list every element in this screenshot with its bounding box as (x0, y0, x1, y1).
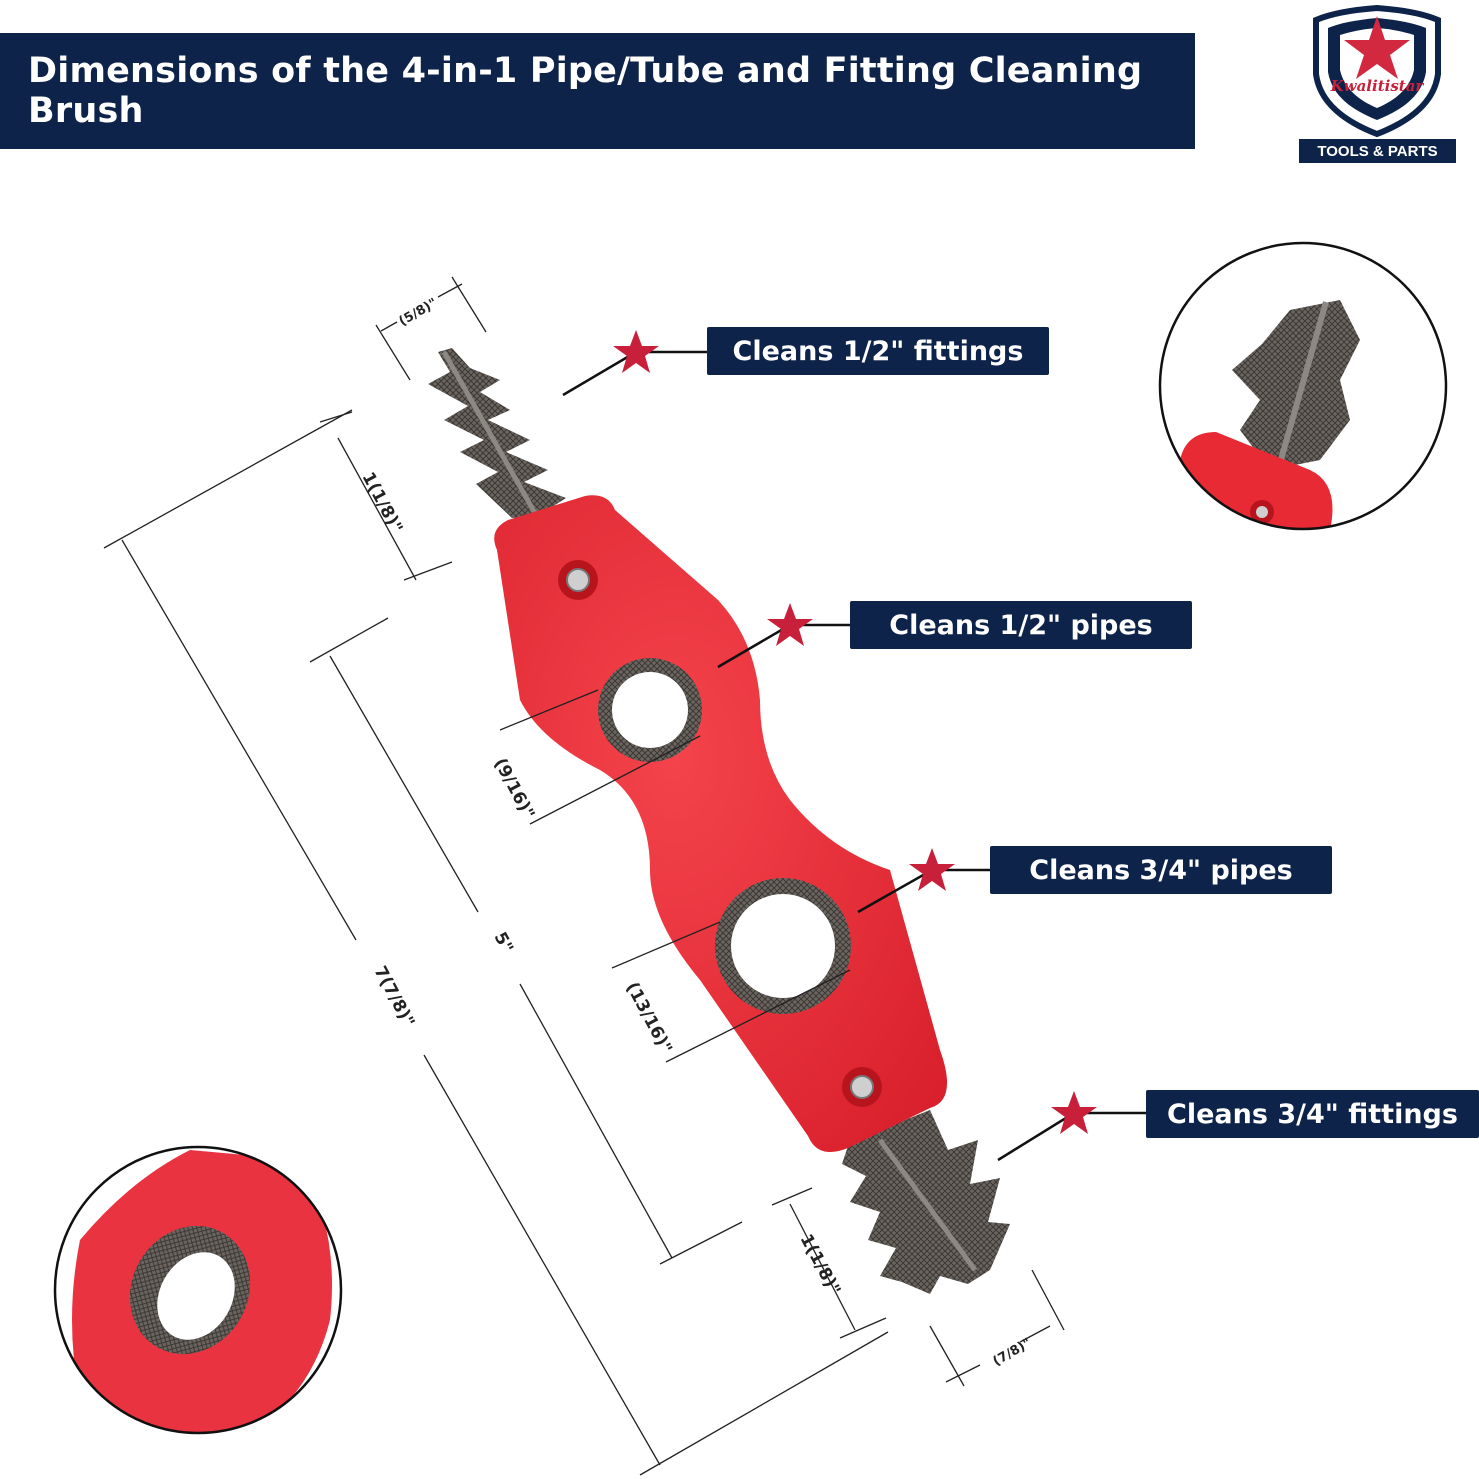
dim-bottom-brush-length: 1(1/8)" (796, 1231, 845, 1299)
tool-body (494, 495, 948, 1153)
star-icon (909, 848, 955, 891)
dim-top-brush-width: (5/8)" (397, 296, 440, 330)
top-brush-bristles (428, 348, 566, 524)
callout-stars (613, 330, 1097, 1134)
shield-star-icon (1313, 4, 1441, 138)
bottom-rivet (842, 1067, 882, 1107)
bottom-brush-bristles (842, 1110, 1010, 1294)
brand-name: Kwalitistar (1330, 77, 1425, 95)
callout-label: Cleans 1/2" fittings (732, 335, 1024, 367)
callout-label: Cleans 1/2" pipes (889, 609, 1153, 641)
small-hole (598, 658, 702, 762)
brand-logo: Kwalitistar (1313, 4, 1441, 138)
dim-total-length: 7(7/8)" (370, 963, 419, 1031)
dim-body-length: 5" (490, 929, 517, 957)
callout-label: Cleans 3/4" fittings (1167, 1098, 1458, 1130)
brand-tagline-box: TOOLS & PARTS (1299, 139, 1456, 163)
large-hole (715, 878, 851, 1014)
star-icon (1051, 1091, 1097, 1134)
callout-fittings-half: Cleans 1/2" fittings (707, 327, 1049, 375)
page-title: Dimensions of the 4-in-1 Pipe/Tube and F… (28, 51, 1143, 131)
callout-label: Cleans 3/4" pipes (1029, 854, 1293, 886)
brand-tagline: TOOLS & PARTS (1301, 141, 1454, 161)
callout-fittings-three-quarter: Cleans 3/4" fittings (1146, 1090, 1479, 1138)
header-banner: Dimensions of the 4-in-1 Pipe/Tube and F… (0, 33, 1195, 149)
detail-brush-tip (1158, 241, 1448, 531)
dim-bottom-brush-width: (7/8)" (991, 1336, 1034, 1370)
dimension-lines (103, 276, 1065, 1476)
dim-small-hole: (9/16)" (490, 755, 539, 823)
dim-large-hole: (13/16)" (622, 979, 676, 1057)
star-icon (613, 330, 659, 373)
detail-hole (53, 1145, 343, 1435)
star-icon (767, 603, 813, 646)
top-rivet (558, 560, 598, 600)
dim-top-brush-length: 1(1/8)" (358, 469, 407, 537)
callout-pipes-half: Cleans 1/2" pipes (850, 601, 1192, 649)
callout-pipes-three-quarter: Cleans 3/4" pipes (990, 846, 1332, 894)
